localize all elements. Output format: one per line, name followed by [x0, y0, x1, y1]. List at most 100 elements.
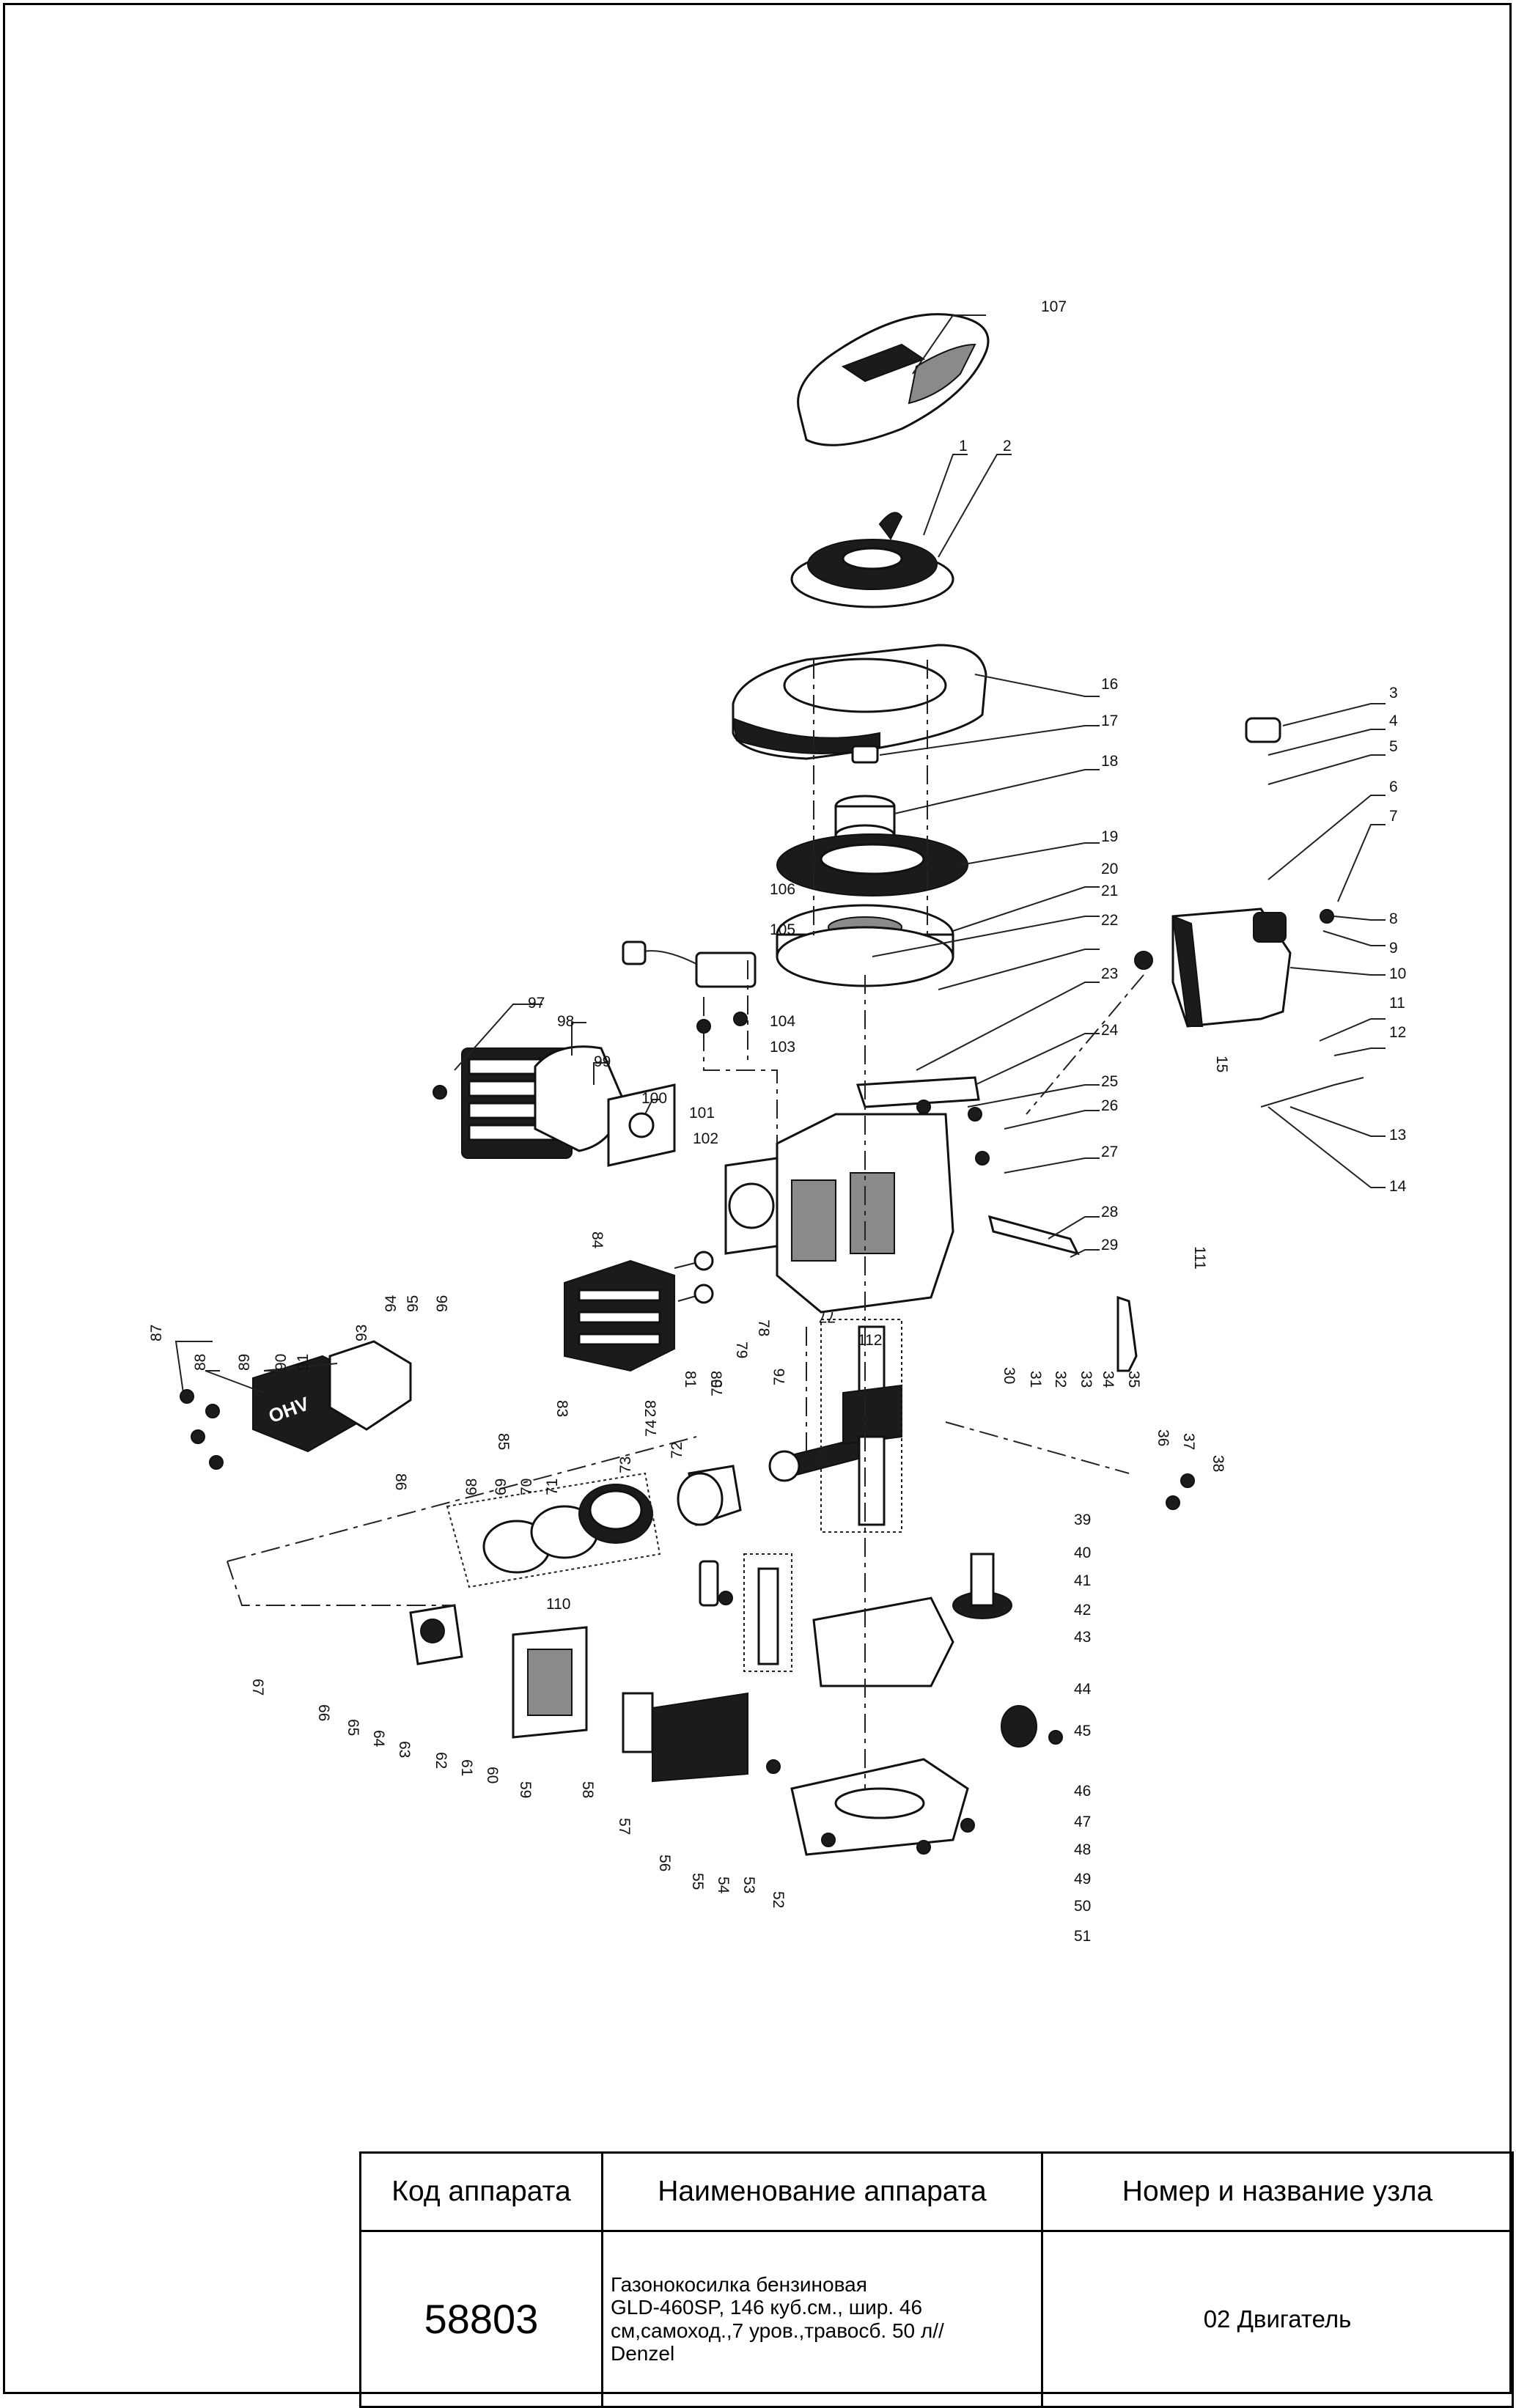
callout-numbers: 107 1 2 16 17 18 19 20 21 22 23 24 25 26… — [148, 298, 1407, 1945]
callout-9: 9 — [1389, 940, 1398, 957]
callout-106: 106 — [770, 881, 795, 898]
callout-104: 104 — [770, 1013, 795, 1030]
callout-63: 63 — [396, 1741, 413, 1758]
callout-82: 82 — [641, 1400, 658, 1417]
callout-57: 57 — [616, 1818, 633, 1835]
callout-88: 88 — [192, 1354, 209, 1371]
callout-58: 58 — [579, 1781, 596, 1798]
flywheel-nut-17 — [851, 745, 879, 764]
callout-42: 42 — [1074, 1602, 1091, 1619]
callout-111: 111 — [1191, 1246, 1208, 1270]
callout-79: 79 — [733, 1341, 750, 1358]
callout-45: 45 — [1074, 1723, 1091, 1739]
callout-7: 7 — [1389, 808, 1398, 825]
piston-rings-68-71 — [482, 1484, 653, 1574]
flywheel-20 — [776, 904, 954, 987]
filter-element-57 — [622, 1692, 654, 1753]
callout-49: 49 — [1074, 1871, 1091, 1888]
callout-46: 46 — [1074, 1783, 1091, 1800]
header-code: Код аппарата — [359, 2151, 603, 2232]
callout-93: 93 — [353, 1325, 370, 1341]
governor-arm-35 — [1116, 1295, 1138, 1372]
recoil-starter-1-2 — [790, 512, 954, 608]
node-number-name: 02 Двигатель — [1041, 2230, 1514, 2408]
callout-64: 64 — [370, 1730, 387, 1748]
callout-102: 102 — [693, 1130, 718, 1147]
callout-87: 87 — [148, 1325, 165, 1341]
callout-4: 4 — [1389, 713, 1398, 729]
crankshaft-76 — [842, 1325, 902, 1526]
callout-11: 11 — [1389, 995, 1405, 1012]
callout-81: 81 — [682, 1371, 699, 1388]
callout-26: 26 — [1101, 1097, 1118, 1114]
callout-12: 12 — [1389, 1024, 1406, 1041]
header-name: Наименование аппарата — [601, 2151, 1043, 2232]
callout-43: 43 — [1074, 1629, 1091, 1646]
callout-84: 84 — [589, 1231, 606, 1249]
callout-96: 96 — [434, 1295, 451, 1312]
callout-90: 90 — [273, 1354, 290, 1371]
header-node: Номер и название узла — [1041, 2151, 1514, 2232]
fasteners — [180, 909, 1334, 1855]
callout-78: 78 — [755, 1319, 772, 1336]
callout-21: 21 — [1101, 883, 1118, 899]
callout-19: 19 — [1101, 828, 1118, 845]
callout-1: 1 — [959, 438, 968, 454]
callout-14: 14 — [1389, 1178, 1407, 1195]
callout-18: 18 — [1101, 753, 1118, 770]
gear-46 — [1001, 1705, 1037, 1748]
callout-16: 16 — [1101, 676, 1118, 693]
callout-54: 54 — [715, 1877, 732, 1894]
callout-8: 8 — [1389, 910, 1398, 927]
crankcase-cover-49 — [790, 1758, 969, 1856]
callout-34: 34 — [1100, 1371, 1116, 1388]
callout-56: 56 — [656, 1855, 673, 1871]
callout-25: 25 — [1101, 1073, 1118, 1090]
callout-89: 89 — [236, 1354, 253, 1371]
connecting-rod-75 — [768, 1435, 874, 1482]
callout-5: 5 — [1389, 738, 1398, 755]
callout-83: 83 — [553, 1400, 570, 1417]
callout-77: 77 — [819, 1308, 836, 1325]
callout-37: 37 — [1180, 1433, 1197, 1450]
callout-112: 112 — [858, 1332, 882, 1349]
callout-10: 10 — [1389, 965, 1406, 982]
callout-86: 86 — [392, 1473, 409, 1490]
dipstick-tube-55 — [757, 1567, 779, 1665]
callout-65: 65 — [345, 1719, 361, 1736]
callout-51: 51 — [1074, 1928, 1091, 1945]
callout-97: 97 — [528, 995, 545, 1012]
head-gasket-78 — [724, 1157, 779, 1255]
callout-36: 36 — [1155, 1429, 1171, 1446]
cylinder-head-82 — [564, 1259, 675, 1372]
callout-62: 62 — [433, 1752, 449, 1769]
governor-lever-28 — [987, 1215, 1080, 1256]
callout-50: 50 — [1074, 1898, 1091, 1915]
callout-71: 71 — [544, 1479, 561, 1495]
air-filter-cover-56 — [652, 1692, 748, 1783]
title-block: Код аппарата Наименование аппарата Номер… — [359, 2151, 1514, 2408]
callout-60: 60 — [484, 1767, 501, 1783]
callout-80: 80 — [707, 1371, 724, 1388]
apparatus-name-line: Denzel — [611, 2341, 675, 2365]
callout-35: 35 — [1125, 1371, 1142, 1388]
leader-lines — [174, 314, 1386, 1393]
callout-30: 30 — [1001, 1367, 1018, 1384]
callout-2: 2 — [1003, 438, 1012, 454]
fuel-tank-10 — [1171, 907, 1292, 1028]
callout-28: 28 — [1101, 1204, 1118, 1220]
carburetor-62 — [409, 1604, 463, 1665]
callout-23: 23 — [1101, 965, 1118, 982]
callout-103: 103 — [770, 1039, 795, 1056]
cover-gasket-88 — [328, 1340, 412, 1431]
callout-70: 70 — [518, 1479, 535, 1495]
apparatus-name-line: см,самоход.,7 уров.,травосб. 50 л// — [611, 2319, 944, 2342]
callout-55: 55 — [689, 1873, 706, 1890]
callout-91: 91 — [295, 1354, 312, 1371]
callout-75: 75 — [709, 1380, 726, 1396]
callout-38: 38 — [1210, 1455, 1226, 1472]
callout-40: 40 — [1074, 1544, 1091, 1561]
callout-85: 85 — [495, 1433, 512, 1450]
